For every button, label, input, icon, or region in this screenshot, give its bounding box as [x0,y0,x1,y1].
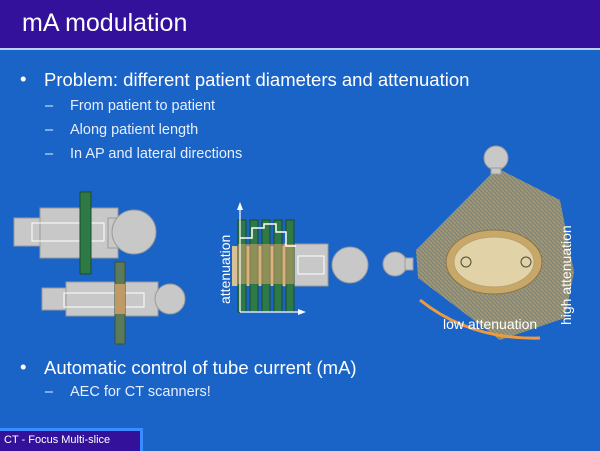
patient-small [41,261,186,345]
header-divider [0,48,600,50]
bullet-problem: • Problem: different patient diameters a… [20,68,470,91]
patient-large [13,191,157,275]
footer-text: CT - Focus Multi-slice [4,434,111,446]
sub-bullet-4-text: AEC for CT scanners! [70,384,211,400]
sub-bullet-2: –Along patient length [45,122,199,138]
attenuation-profile-figure [232,202,369,315]
slide-title: mA modulation [22,9,188,37]
bullet-problem-text: Problem: different patient diameters and… [44,69,470,90]
sub-bullet-2-text: Along patient length [70,122,199,138]
low-attenuation-label: low attenuation [443,316,537,332]
attenuation-axis-label: attenuation [217,235,233,304]
sub-bullet-1-text: From patient to patient [70,98,216,114]
sub-bullet-4: –AEC for CT scanners! [45,384,211,400]
sub-bullet-3-text: In AP and lateral directions [70,146,243,162]
slide-footer: CT - Focus Multi-slice [0,428,143,451]
sub-bullet-3: –In AP and lateral directions [45,146,243,162]
cross-section-figure [382,145,574,340]
bullet-dot: • [20,68,27,89]
slide-header: mA modulation [0,0,600,48]
high-attenuation-label: high attenuation [558,225,574,325]
bullet-aec: • Automatic control of tube current (mA) [20,356,357,379]
sub-bullet-1: –From patient to patient [45,98,216,114]
bullet-aec-text: Automatic control of tube current (mA) [44,357,357,378]
bullet-dot: • [20,356,27,377]
